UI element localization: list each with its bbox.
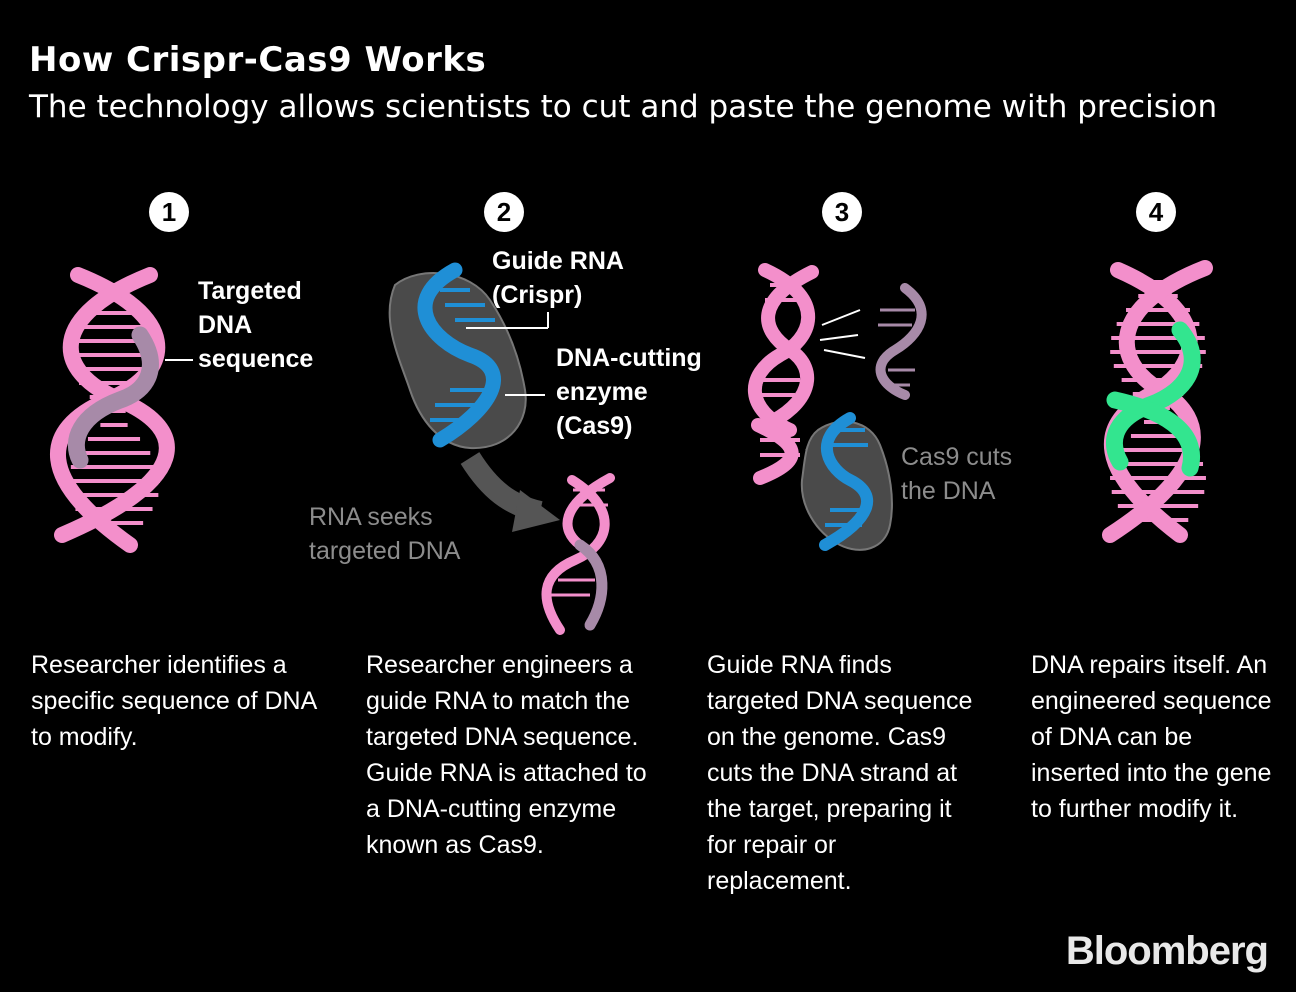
rna-seeks-label: RNA seeks targeted DNA — [309, 503, 461, 565]
step-3-cut-fragment — [875, 283, 927, 400]
step-2-number: 2 — [484, 192, 524, 232]
step-4-description: DNA repairs itself. An engineered sequen… — [1031, 651, 1272, 823]
step-2-arrow — [460, 452, 560, 532]
step-1-number: 1 — [149, 192, 189, 232]
step-4-repaired-dna — [1102, 260, 1213, 543]
step-3-description: Guide RNA finds targeted DNA sequence on… — [707, 651, 973, 895]
step-1-dna-helix — [50, 267, 193, 553]
page-subtitle: The technology allows scientists to cut … — [29, 89, 1218, 125]
step-3-cas9-enzyme — [800, 412, 893, 551]
cas9-enzyme-label: DNA-cutting enzyme (Cas9) — [556, 344, 702, 440]
step-2-target-dna — [541, 473, 615, 635]
step-2-description: Researcher engineers a guide RNA to matc… — [366, 651, 647, 859]
step-3-number: 3 — [822, 192, 862, 232]
guide-rna-label: Guide RNA (Crispr) — [492, 247, 624, 309]
cas9-cuts-label: Cas9 cuts the DNA — [901, 443, 1013, 505]
step-2-cas9-enzyme — [388, 262, 549, 450]
page-title: How Crispr-Cas9 Works — [29, 40, 487, 80]
targeted-dna-label: Targeted DNA sequence — [198, 277, 314, 373]
step-1-description: Researcher identifies a specific sequenc… — [31, 651, 316, 751]
bloomberg-logo: Bloomberg — [1065, 929, 1269, 973]
step-4-number: 4 — [1136, 192, 1176, 232]
